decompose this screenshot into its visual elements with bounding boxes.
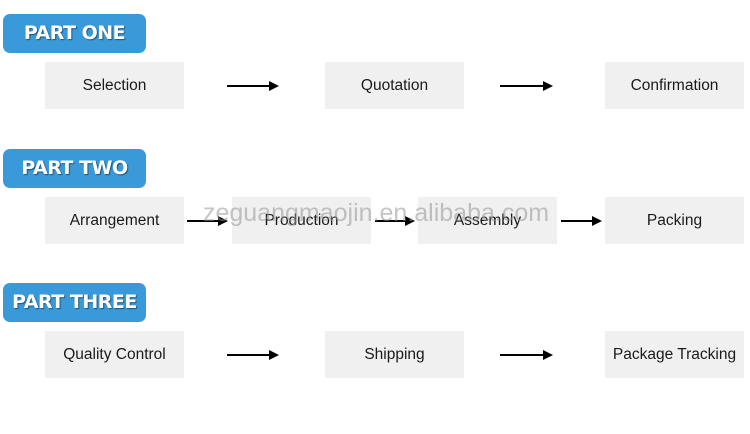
arrow-right-icon <box>500 350 553 360</box>
part-two-label: PART TWO <box>3 149 146 188</box>
step-quotation: Quotation <box>325 62 464 109</box>
step-package-tracking: Package Tracking <box>605 331 744 378</box>
arrow-right-icon <box>187 216 228 226</box>
arrow-right-icon <box>227 350 279 360</box>
arrow-right-icon <box>500 81 553 91</box>
step-assembly: Assembly <box>418 197 557 244</box>
step-quality-control: Quality Control <box>45 331 184 378</box>
part-three-label: PART THREE <box>3 283 146 322</box>
step-selection: Selection <box>45 62 184 109</box>
step-packing: Packing <box>605 197 744 244</box>
step-confirmation: Confirmation <box>605 62 744 109</box>
step-shipping: Shipping <box>325 331 464 378</box>
arrow-right-icon <box>227 81 279 91</box>
arrow-right-icon <box>375 216 415 226</box>
step-arrangement: Arrangement <box>45 197 184 244</box>
arrow-right-icon <box>561 216 602 226</box>
part-one-label: PART ONE <box>3 14 146 53</box>
step-production: Production <box>232 197 371 244</box>
